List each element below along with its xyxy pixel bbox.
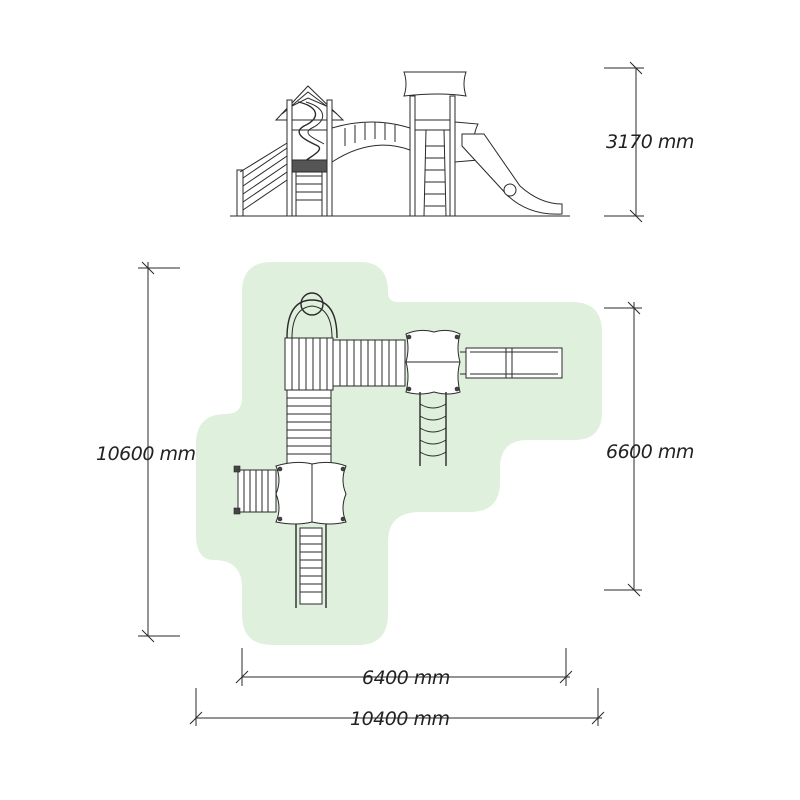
dim-depth-partial-label: 6600 mm <box>606 441 694 463</box>
dim-height-label: 3170 mm <box>606 131 694 153</box>
dim-height-elevation: 3170 mm <box>604 61 694 223</box>
ladder-plan <box>419 392 447 466</box>
bridge-vertical-plan <box>286 389 332 465</box>
bottom-ramp-plan <box>295 524 327 608</box>
dim-width-partial: 6400 mm <box>235 648 573 689</box>
elevation-view: 3170 mm <box>230 61 694 223</box>
dim-depth-total-label: 10600 mm <box>96 443 196 465</box>
dim-width-total-label: 10400 mm <box>350 708 450 730</box>
lower-tower-plan <box>275 461 347 525</box>
arch-bridge-elevation <box>331 121 411 163</box>
right-tower-plan <box>405 329 461 395</box>
dim-width-total: 10400 mm <box>189 688 605 730</box>
dim-width-partial-label: 6400 mm <box>362 667 450 689</box>
plan-view: 10600 mm 6600 mm 6400 mm 10400 mm <box>96 261 694 730</box>
side-ramp-plan <box>233 465 277 515</box>
bridge-horizontal-plan <box>332 339 406 387</box>
dim-depth-total: 10600 mm <box>96 261 196 643</box>
dim-depth-partial: 6600 mm <box>604 301 694 597</box>
side-ramp <box>236 139 293 217</box>
safety-zone <box>196 262 602 645</box>
slide-elevation <box>461 133 563 215</box>
left-tower-elevation <box>274 85 345 217</box>
slide-plan <box>460 347 563 379</box>
